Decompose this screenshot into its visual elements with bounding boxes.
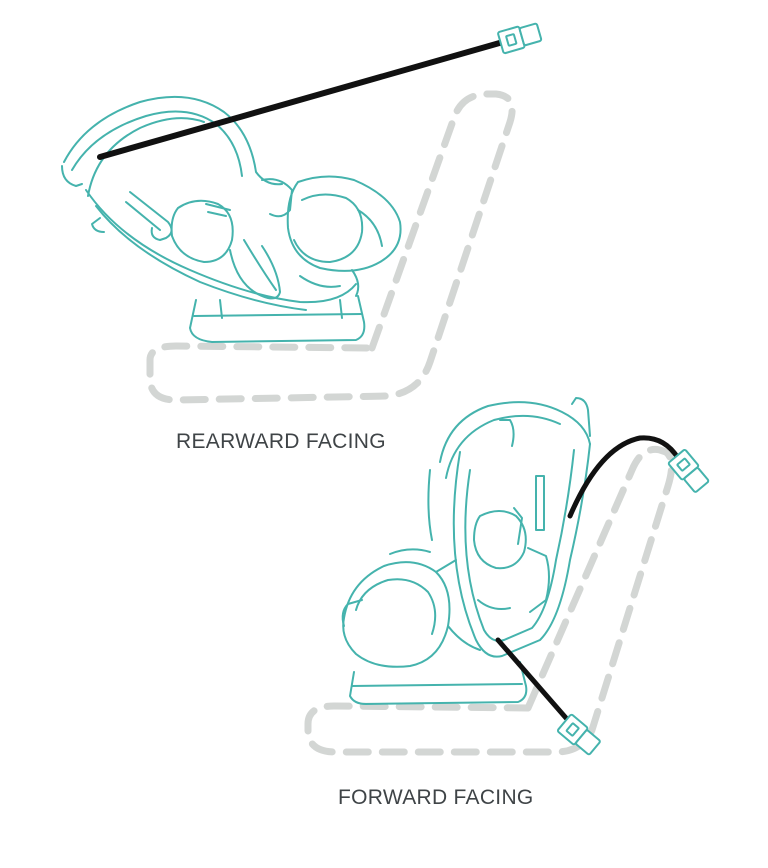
- rearward-facing-figure: [61, 22, 543, 404]
- buckle-icon: [556, 713, 601, 756]
- forward-facing-figure: [304, 397, 710, 756]
- forward-lower-anchor-strap: [495, 637, 601, 756]
- rearward-facing-caption: REARWARD FACING: [176, 430, 386, 453]
- vehicle-seat-outline: [146, 90, 516, 404]
- rearward-tether-strap: [97, 22, 543, 160]
- car-seat-forward: [341, 397, 591, 705]
- forward-facing-caption: FORWARD FACING: [338, 786, 534, 809]
- forward-top-tether-strap: [567, 435, 710, 519]
- car-seat-rearward: [61, 95, 402, 343]
- buckle-icon: [497, 22, 543, 55]
- buckle-icon: [667, 448, 710, 493]
